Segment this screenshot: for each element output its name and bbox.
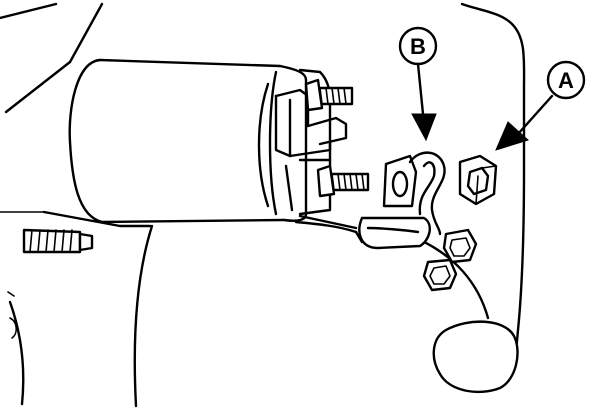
upper-terminal-stud — [304, 78, 354, 112]
cable-terminal-ring — [382, 151, 446, 236]
side-bolt — [22, 228, 94, 254]
solenoid-body — [68, 58, 308, 224]
end-boss — [432, 320, 519, 394]
callout-a-arrowhead — [495, 121, 529, 151]
callout-b-label: B — [410, 34, 426, 59]
callout-b: B — [398, 26, 438, 142]
callout-a: A — [495, 60, 586, 151]
mounting-bracket — [358, 216, 431, 250]
lower-terminal-stud — [316, 164, 370, 198]
engine-block-outline — [0, 2, 526, 354]
flange-bolt-upper — [442, 228, 478, 264]
starter-motor-housing — [0, 210, 490, 408]
callout-a-circle — [546, 60, 586, 100]
callout-a-label: A — [558, 68, 574, 93]
callout-a-leader — [516, 94, 554, 136]
callout-b-arrowhead — [411, 113, 437, 142]
hex-nut — [458, 154, 498, 206]
flange-bolt-lower — [422, 258, 458, 292]
